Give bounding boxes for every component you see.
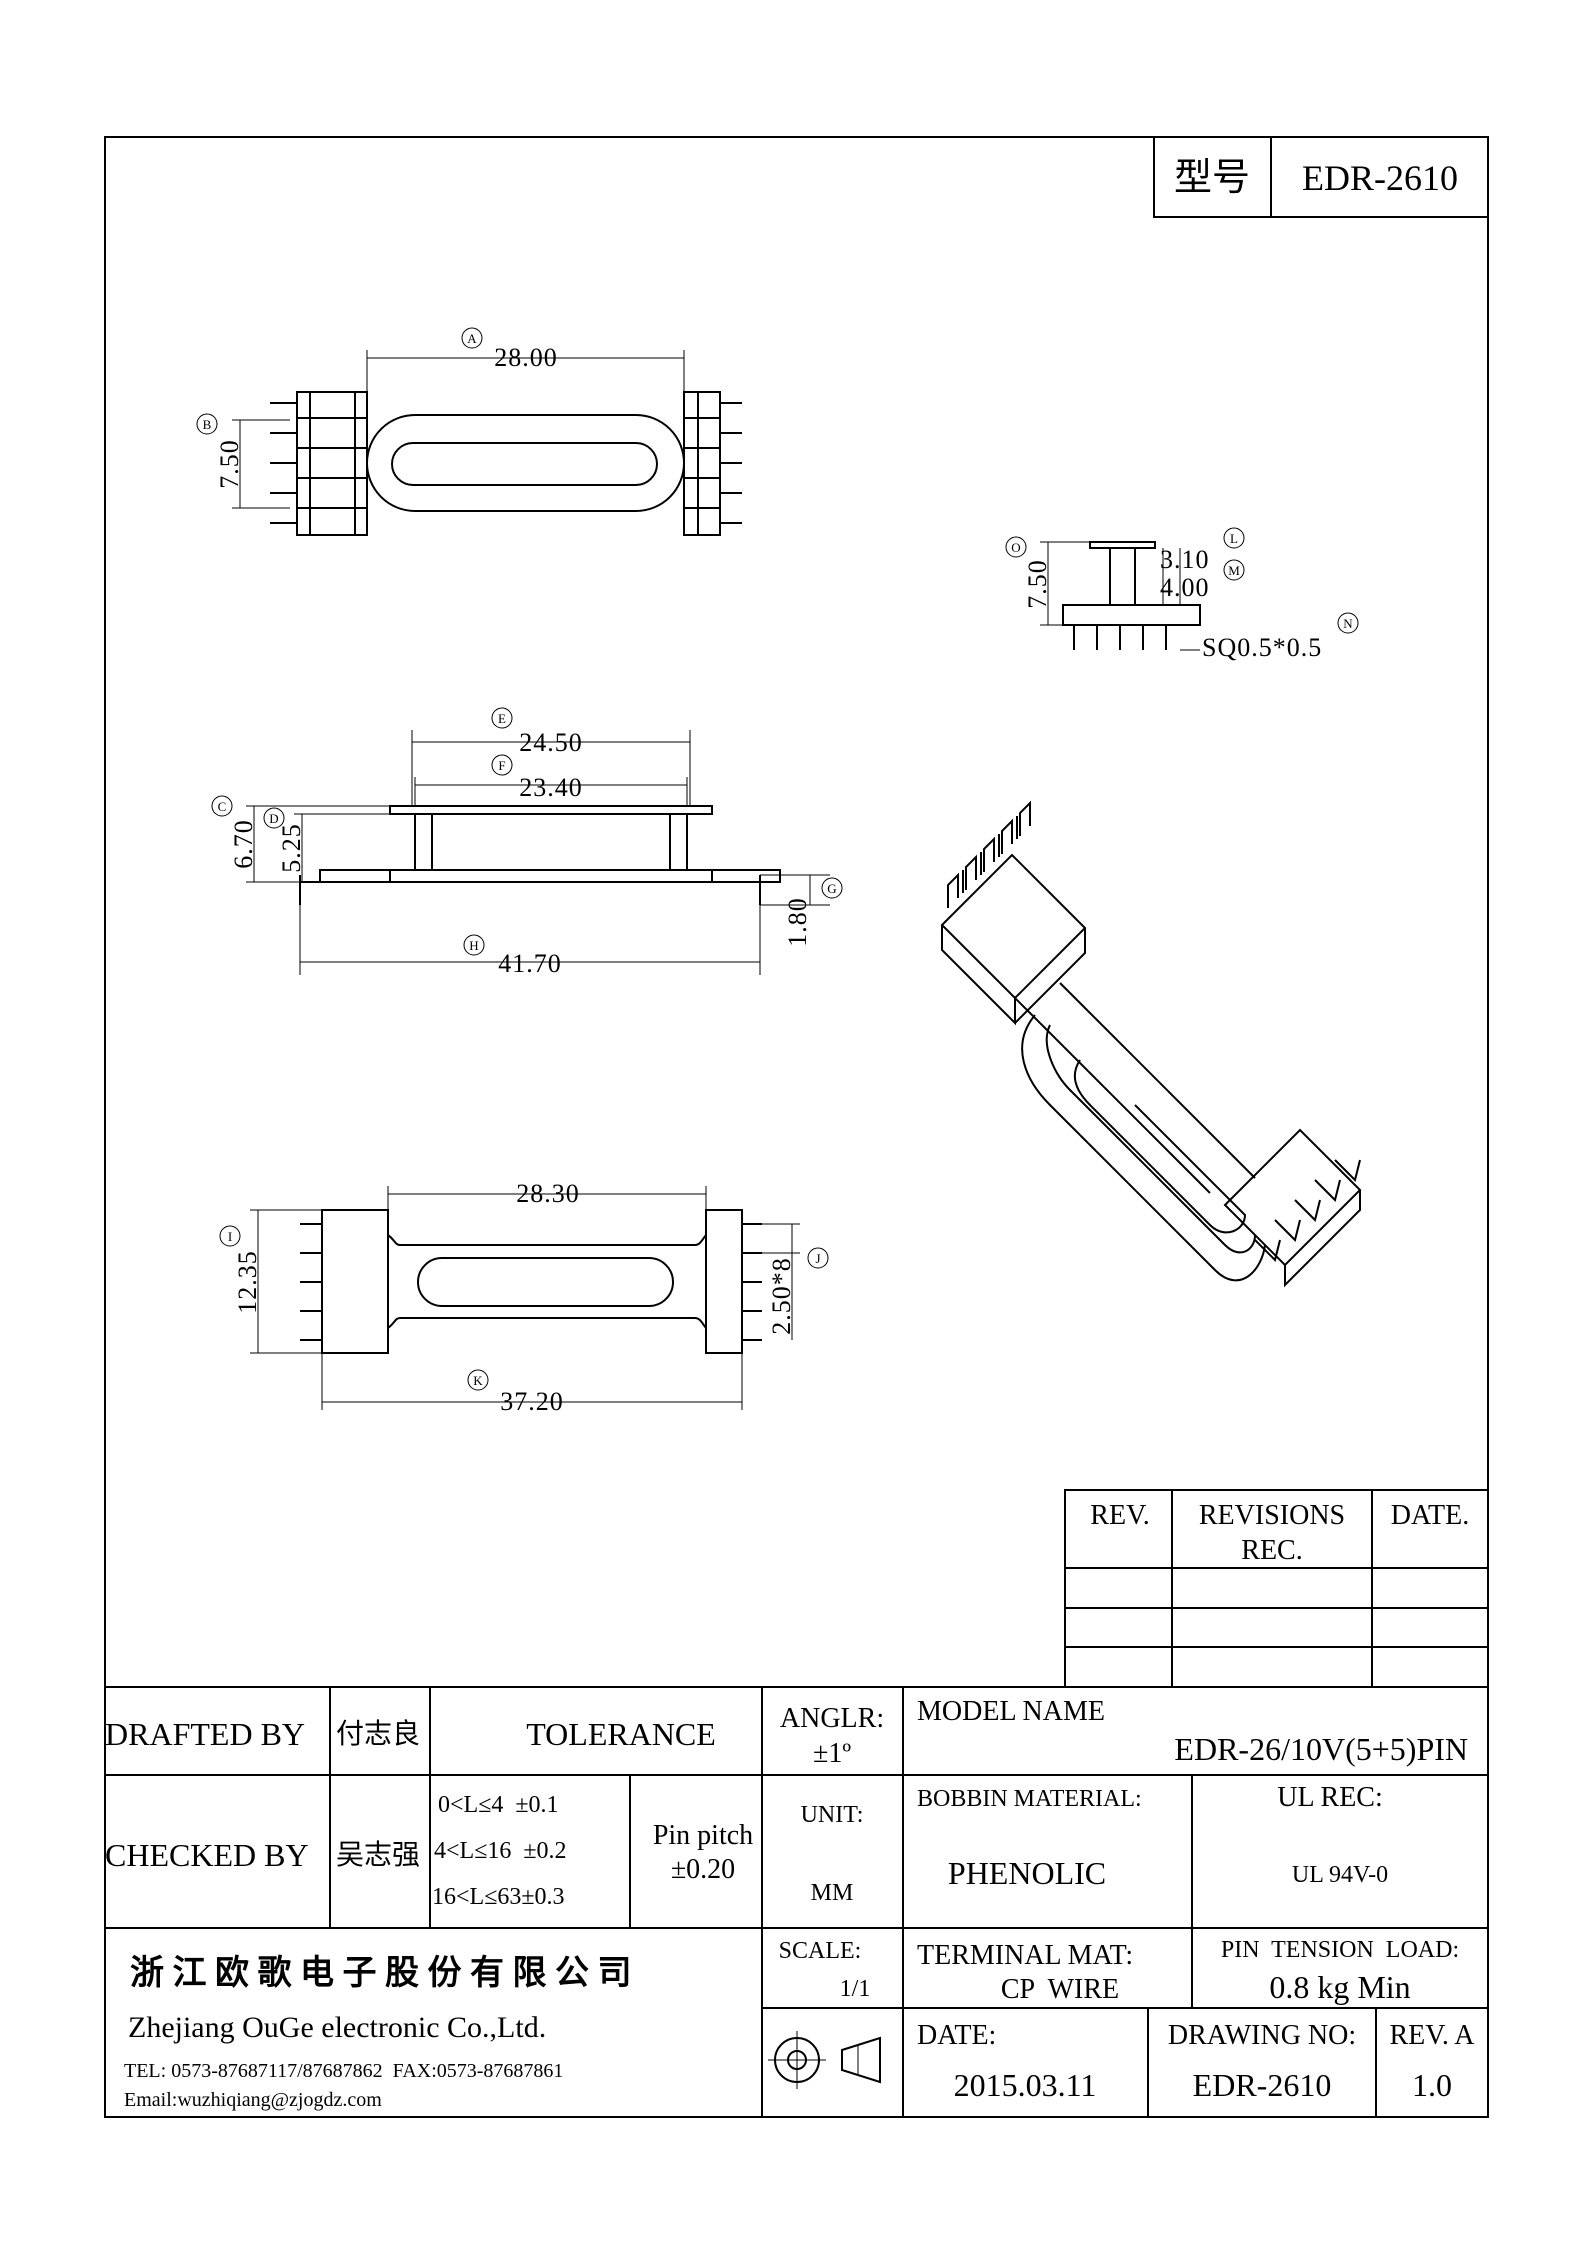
checked-by-label: CHECKED BY bbox=[105, 1837, 309, 1873]
terminal-mat-label: TERMINAL MAT: bbox=[917, 1940, 1133, 1971]
dim-N-label: SQ0.5*0.5 bbox=[1202, 633, 1322, 662]
isometric-view bbox=[940, 800, 1362, 1288]
marker-M: M bbox=[1228, 563, 1240, 578]
title-block-grid bbox=[104, 1686, 1489, 2118]
pin-pitch-label: Pin pitch bbox=[653, 1820, 753, 1851]
top-view-upper bbox=[196, 327, 742, 536]
model-name-value: EDR-26/10V(5+5)PIN bbox=[1174, 1731, 1468, 1767]
ul-rec-label: UL REC: bbox=[1277, 1782, 1383, 1813]
marker-E: E bbox=[498, 711, 506, 726]
drawing-frame bbox=[104, 136, 1489, 2118]
projection-symbol bbox=[768, 2031, 881, 2089]
rev-rec-header-1: REVISIONS bbox=[1199, 1500, 1345, 1531]
dim-A-label: 28.00 bbox=[494, 343, 558, 372]
dim-O-label: 7.50 bbox=[1023, 559, 1052, 609]
marker-H: H bbox=[469, 938, 478, 953]
pin-pitch-value: ±0.20 bbox=[671, 1854, 735, 1885]
drafted-by-label: DRAFTED BY bbox=[105, 1716, 305, 1752]
header-model-value: EDR-2610 bbox=[1302, 158, 1458, 198]
dim-B-label: 7.50 bbox=[215, 439, 244, 489]
pin-tension-label: PIN TENSION LOAD: bbox=[1221, 1937, 1459, 1963]
tolerance-row-1: 0<L≤4 ±0.1 bbox=[438, 1792, 559, 1818]
marker-J: J bbox=[815, 1251, 820, 1266]
terminal-mat-value: CP WIRE bbox=[1001, 1974, 1119, 2005]
date-label: DATE: bbox=[917, 2020, 996, 2051]
angle-value: ±1º bbox=[813, 1738, 851, 1769]
marker-L: L bbox=[1230, 531, 1238, 546]
model-name-label: MODEL NAME bbox=[917, 1696, 1105, 1727]
marker-C: C bbox=[218, 799, 227, 814]
dim-C-label: 6.70 bbox=[229, 819, 258, 869]
dim-H-label: 41.70 bbox=[498, 949, 562, 978]
tolerance-label: TOLERANCE bbox=[526, 1716, 716, 1752]
pin-tension-value: 0.8 kg Min bbox=[1269, 1969, 1410, 2005]
bottom-view bbox=[219, 1186, 829, 1410]
marker-G: G bbox=[827, 881, 836, 896]
header-model-label: 型号 bbox=[1174, 157, 1250, 199]
dim-top-width-label: 28.30 bbox=[516, 1179, 580, 1208]
marker-K: K bbox=[473, 1373, 483, 1388]
drafted-by-name: 付志良 bbox=[336, 1718, 420, 1750]
dim-F-label: 23.40 bbox=[519, 773, 583, 802]
rev-value: 1.0 bbox=[1412, 2067, 1452, 2103]
tolerance-row-2: 4<L≤16 ±0.2 bbox=[434, 1838, 567, 1864]
marker-B: B bbox=[203, 417, 212, 432]
dim-J-label: 2.50*8 bbox=[767, 1257, 796, 1335]
tolerance-row-3: 16<L≤63±0.3 bbox=[432, 1884, 565, 1910]
dim-E-label: 24.50 bbox=[519, 728, 583, 757]
marker-I: I bbox=[228, 1229, 232, 1244]
dim-I-label: 12.35 bbox=[233, 1250, 262, 1314]
date-value: 2015.03.11 bbox=[954, 2067, 1097, 2103]
company-name-cn: 浙 江 欧 歌 电 子 股 份 有 限 公 司 bbox=[130, 1954, 632, 1992]
bobbin-material-value: PHENOLIC bbox=[948, 1855, 1106, 1891]
dim-D-label: 5.25 bbox=[277, 823, 306, 873]
marker-F: F bbox=[498, 758, 505, 773]
ul-rec-value: UL 94V-0 bbox=[1292, 1862, 1388, 1888]
company-tel-fax: TEL: 0573-87687117/87687862 FAX:0573-876… bbox=[124, 2060, 563, 2082]
dim-M-label: 4.00 bbox=[1160, 573, 1210, 602]
company-name-en: Zhejiang OuGe electronic Co.,Ltd. bbox=[128, 2011, 546, 2044]
drawing-no-label: DRAWING NO: bbox=[1168, 2020, 1356, 2051]
rev-label: REV. A bbox=[1389, 2020, 1475, 2051]
dim-K-label: 37.20 bbox=[500, 1387, 564, 1416]
checked-by-name: 吴志强 bbox=[336, 1839, 420, 1871]
unit-label: UNIT: bbox=[801, 1802, 864, 1828]
bobbin-material-label: BOBBIN MATERIAL: bbox=[917, 1786, 1142, 1812]
dim-G-label: 1.80 bbox=[783, 897, 812, 947]
unit-value: MM bbox=[811, 1880, 854, 1906]
angle-label: ANGLR: bbox=[780, 1703, 884, 1734]
rev-rec-header-2: REC. bbox=[1241, 1535, 1302, 1566]
rev-date-header: DATE. bbox=[1391, 1500, 1470, 1531]
rev-header: REV. bbox=[1090, 1500, 1149, 1531]
marker-D: D bbox=[269, 811, 278, 826]
scale-value: 1/1 bbox=[840, 1976, 871, 2002]
drawing-no-value: EDR-2610 bbox=[1193, 2067, 1332, 2103]
header-model-box: 型号 EDR-2610 bbox=[1153, 136, 1489, 218]
company-email: Email:wuzhiqiang@zjogdz.com bbox=[124, 2089, 382, 2111]
dim-L-label: 3.10 bbox=[1160, 545, 1210, 574]
front-view bbox=[211, 707, 843, 975]
marker-O: O bbox=[1011, 540, 1020, 555]
scale-label: SCALE: bbox=[779, 1938, 862, 1964]
marker-N: N bbox=[1343, 616, 1353, 631]
side-view-small bbox=[1005, 527, 1359, 651]
marker-A: A bbox=[467, 331, 477, 346]
